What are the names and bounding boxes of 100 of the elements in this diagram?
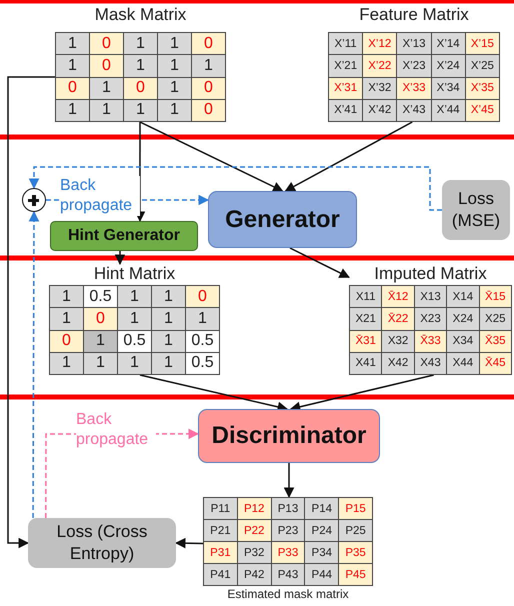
matrix-title: Estimated mask matrix <box>226 587 350 601</box>
table-cell: X34 <box>447 330 479 352</box>
table-cell: X̄15 <box>480 286 511 308</box>
table-cell: 0 <box>90 55 123 76</box>
table-cell: 0.5 <box>186 352 219 374</box>
table-cell: X̄35 <box>480 330 511 352</box>
table-cell: P14 <box>305 498 338 519</box>
arrow <box>284 463 294 498</box>
table-cell: P42 <box>238 564 271 585</box>
loss-box: Loss (Cross Entropy) <box>28 518 176 568</box>
discriminator-box: Discriminator <box>198 409 380 463</box>
table-cell: P44 <box>305 564 338 585</box>
table-cell: X23 <box>414 308 446 330</box>
table-cell: X’22 <box>363 55 396 76</box>
table-cell: X̄33 <box>414 330 446 352</box>
table-cell: 1 <box>152 330 185 352</box>
matrix-title: Feature Matrix <box>358 5 470 25</box>
arrow <box>134 122 146 222</box>
arrow <box>290 374 434 412</box>
table-cell: X44 <box>447 352 479 374</box>
arrow <box>284 121 413 192</box>
arrow <box>7 76 55 548</box>
table-cell: P23 <box>272 520 304 541</box>
table-cell: P21 <box>204 520 237 541</box>
table-cell: X42 <box>382 352 414 374</box>
table-cell: X’11 <box>329 33 362 54</box>
arrow <box>140 374 288 412</box>
table-cell: 0 <box>192 33 225 54</box>
table-cell: 0.5 <box>118 330 151 352</box>
table-cell: P33 <box>272 542 304 563</box>
table-cell: 0.5 <box>84 286 117 308</box>
table-cell: X’43 <box>397 100 431 121</box>
table-cell: P35 <box>339 542 372 563</box>
table-cell: 0.5 <box>186 330 219 352</box>
table-cell: P24 <box>305 520 338 541</box>
table-cell: 0 <box>50 330 83 352</box>
table-cell: X’41 <box>329 100 362 121</box>
table-cell: 0 <box>90 33 123 54</box>
table-cell: X21 <box>350 308 382 330</box>
matrix-title: Mask Matrix <box>94 5 188 25</box>
table-cell: 1 <box>118 308 151 330</box>
table-cell: 1 <box>50 308 83 330</box>
loss-box: Loss (MSE) <box>442 180 510 240</box>
table-cell: 0 <box>192 100 225 121</box>
table-cell: 1 <box>84 330 117 352</box>
plus-circle-icon <box>22 188 46 212</box>
table-cell: X’12 <box>363 33 396 54</box>
table-cell: 1 <box>50 286 83 308</box>
table-cell: 1 <box>186 308 219 330</box>
table-cell: 1 <box>50 352 83 374</box>
table-cell: P15 <box>339 498 372 519</box>
table-cell: X11 <box>350 286 382 308</box>
table-cell: 1 <box>124 100 157 121</box>
table-cell: 1 <box>56 33 89 54</box>
table-cell: X’15 <box>466 33 499 54</box>
table-cell: 0 <box>192 78 225 99</box>
table-cell: X24 <box>447 308 479 330</box>
table-cell: P45 <box>339 564 372 585</box>
dashed-arrow <box>28 210 40 518</box>
table-cell: P12 <box>238 498 271 519</box>
table-cell: X’35 <box>466 78 499 99</box>
edge-label: Back propagate <box>60 176 140 216</box>
table-cell: X’34 <box>432 78 465 99</box>
table-cell: X’45 <box>466 100 499 121</box>
table-cell: X’42 <box>363 100 396 121</box>
matrix-title: Imputed Matrix <box>373 264 488 284</box>
table-cell: X̄22 <box>382 308 414 330</box>
table-cell: X’24 <box>432 55 465 76</box>
table-cell: 1 <box>118 286 151 308</box>
table-cell: X25 <box>480 308 511 330</box>
table-cell: 1 <box>124 33 157 54</box>
table-cell: 0 <box>186 286 219 308</box>
table-cell: 1 <box>56 55 89 76</box>
table-cell: P11 <box>204 498 237 519</box>
table-cell: P13 <box>272 498 304 519</box>
matrix-title: Hint Matrix <box>92 264 176 284</box>
table-cell: 1 <box>124 55 157 76</box>
table-cell: 1 <box>158 33 191 54</box>
arrow <box>114 251 126 266</box>
edge-label: Back propagate <box>76 410 156 450</box>
table-cell: P22 <box>238 520 271 541</box>
table-cell: 1 <box>158 100 191 121</box>
dashed-arrow <box>28 166 442 211</box>
arrow <box>140 121 284 192</box>
table-cell: 0 <box>56 78 89 99</box>
table-cell: X’23 <box>397 55 431 76</box>
table-cell: 1 <box>158 55 191 76</box>
hint-generator-box: Hint Generator <box>50 221 198 251</box>
table-cell: X’44 <box>432 100 465 121</box>
table-cell: X’14 <box>432 33 465 54</box>
table-cell: X13 <box>414 286 446 308</box>
table-cell: 1 <box>152 308 185 330</box>
table-cell: P41 <box>204 564 237 585</box>
table-cell: X14 <box>447 286 479 308</box>
table-cell: 1 <box>158 78 191 99</box>
table-cell: X32 <box>382 330 414 352</box>
table-cell: X’25 <box>466 55 499 76</box>
table-cell: 1 <box>90 78 123 99</box>
table-cell: 1 <box>152 286 185 308</box>
table-cell: X̄31 <box>350 330 382 352</box>
